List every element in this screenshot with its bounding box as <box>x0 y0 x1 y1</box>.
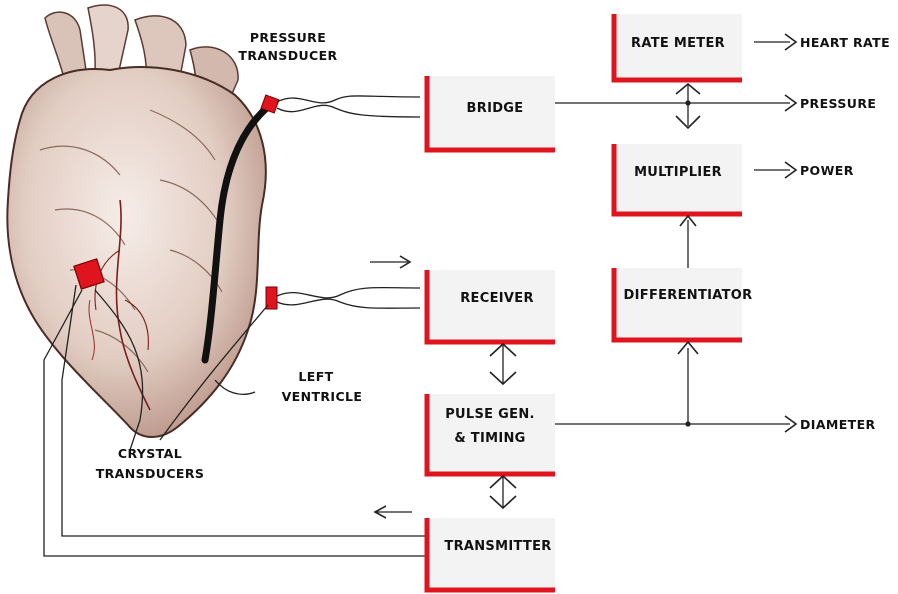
receiver-label: RECEIVER <box>460 291 534 306</box>
left-ventricle-label-line1: LEFT <box>298 369 333 384</box>
pulse-gen-label-line1: PULSE GEN. <box>445 407 535 422</box>
output-power: POWER <box>800 163 854 178</box>
output-diameter: DIAMETER <box>800 417 876 432</box>
bridge-label: BRIDGE <box>467 101 524 116</box>
multiplier-block: MULTIPLIER <box>614 144 742 214</box>
heart-illustration <box>7 5 270 437</box>
multiplier-label: MULTIPLIER <box>634 165 722 180</box>
transmitter-block: TRANSMITTER <box>427 518 555 590</box>
crystal-transducers-label-line2: TRANSDUCERS <box>96 466 205 481</box>
pressure-transducer-label-line1: PRESSURE <box>250 30 326 45</box>
output-pressure: PRESSURE <box>800 96 876 111</box>
receiver-block: RECEIVER <box>427 270 555 342</box>
pulse-gen-timing-block: PULSE GEN. & TIMING <box>427 394 555 474</box>
rate-meter-block: RATE METER <box>614 14 742 80</box>
differentiator-block: DIFFERENTIATOR <box>614 268 752 340</box>
transmitter-label: TRANSMITTER <box>444 539 551 554</box>
rate-meter-label: RATE METER <box>631 36 725 51</box>
left-ventricle-label-line2: VENTRICLE <box>282 389 363 404</box>
differentiator-label: DIFFERENTIATOR <box>624 288 753 303</box>
crystal-transducers-label-line1: CRYSTAL <box>118 446 182 461</box>
bridge-block: BRIDGE <box>427 76 555 150</box>
pulse-gen-label-line2: & TIMING <box>454 431 525 446</box>
pressure-transducer-label-line2: TRANSDUCER <box>238 48 337 63</box>
output-heart-rate: HEART RATE <box>800 35 890 50</box>
